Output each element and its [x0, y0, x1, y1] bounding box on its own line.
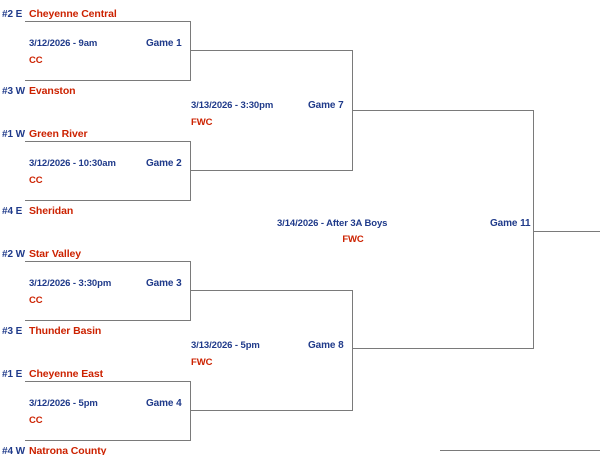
game1-datetime: 3/12/2026 - 9am: [29, 38, 98, 49]
game11-bottom-line: [352, 348, 534, 349]
game7-datetime: 3/13/2026 - 3:30pm: [191, 100, 274, 111]
game3-bottom-line: [25, 320, 191, 321]
game4-site: CC: [29, 415, 43, 426]
game11-datetime: 3/14/2026 - After 3A Boys: [277, 218, 388, 229]
game2-label[interactable]: Game 2: [146, 158, 182, 169]
game1-right-line: [190, 21, 191, 81]
game8-site: FWC: [191, 357, 213, 368]
game4-label[interactable]: Game 4: [146, 398, 182, 409]
team-name-star-valley: Star Valley: [29, 248, 82, 260]
game3-label[interactable]: Game 3: [146, 278, 182, 289]
game11-site: FWC: [342, 234, 364, 245]
game2-datetime: 3/12/2026 - 10:30am: [29, 158, 116, 169]
seed-label-6: #3 E: [2, 326, 23, 337]
game1-site: CC: [29, 55, 43, 66]
game3-site: CC: [29, 295, 43, 306]
game11-top-line: [352, 110, 534, 111]
game7-top-line: [190, 50, 353, 51]
game11-right-line: [533, 110, 534, 349]
game8-right-line: [352, 290, 353, 411]
team-name-cheyenne-east: Cheyenne East: [29, 368, 103, 380]
team-name-natrona-county: Natrona County: [29, 445, 107, 455]
game8-datetime: 3/13/2026 - 5pm: [191, 340, 260, 351]
team-name-evanston: Evanston: [29, 85, 76, 97]
game7-bottom-line: [190, 170, 353, 171]
game4-bottom-line: [25, 440, 191, 441]
game3-datetime: 3/12/2026 - 3:30pm: [29, 278, 112, 289]
seed-label-7: #1 E: [2, 369, 23, 380]
seed-label-2: #3 W: [2, 86, 25, 97]
game2-top-line: [25, 141, 191, 142]
game4-datetime: 3/12/2026 - 5pm: [29, 398, 98, 409]
game1-top-line: [25, 21, 191, 22]
team-name-green-river: Green River: [29, 128, 88, 140]
seed-label-1: #2 E: [2, 9, 23, 20]
game7-site: FWC: [191, 117, 213, 128]
game4-right-line: [190, 381, 191, 441]
seed-label-3: #1 W: [2, 129, 25, 140]
game3-right-line: [190, 261, 191, 321]
game1-label[interactable]: Game 1: [146, 38, 182, 49]
seed-label-8: #4 W: [2, 446, 25, 455]
game8-label[interactable]: Game 8: [308, 340, 344, 351]
team-name-sheridan: Sheridan: [29, 205, 74, 217]
team-name-thunder-basin: Thunder Basin: [29, 325, 102, 337]
game7-label[interactable]: Game 7: [308, 100, 344, 111]
game2-right-line: [190, 141, 191, 201]
seed-label-4: #4 E: [2, 206, 23, 217]
game8-top-line: [190, 290, 353, 291]
bottom-bracket-line: [440, 450, 600, 451]
game4-top-line: [25, 381, 191, 382]
game8-bottom-line: [190, 410, 353, 411]
champion-line: [534, 231, 600, 232]
game11-label[interactable]: Game 11: [490, 218, 531, 229]
team-name-cheyenne-central: Cheyenne Central: [29, 8, 117, 20]
game1-bottom-line: [25, 80, 191, 81]
game2-site: CC: [29, 175, 43, 186]
game2-bottom-line: [25, 200, 191, 201]
seed-label-5: #2 W: [2, 249, 25, 260]
game3-top-line: [25, 261, 191, 262]
